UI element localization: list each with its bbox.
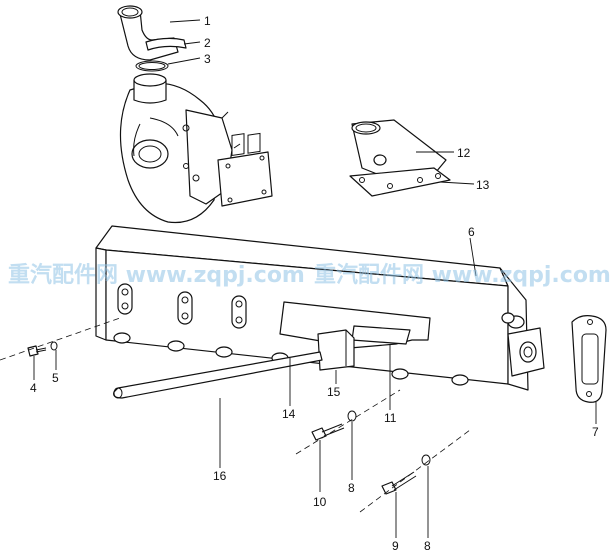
part-16-rod bbox=[113, 351, 323, 399]
part-10-bolt bbox=[311, 423, 345, 441]
callout-15: 15 bbox=[327, 385, 341, 399]
part-9-bolt bbox=[381, 471, 417, 495]
part-1-elbow-pipe bbox=[117, 5, 179, 61]
callout-13: 13 bbox=[476, 178, 490, 192]
callout-5: 5 bbox=[52, 371, 59, 385]
callout-16: 16 bbox=[213, 469, 227, 483]
watermark-left: 重汽配件网 www.zqpj.com bbox=[8, 262, 305, 288]
callout-8-upper: 8 bbox=[348, 481, 355, 495]
part-13-gasket-flange bbox=[349, 167, 451, 197]
callout-1: 1 bbox=[204, 14, 211, 28]
callout-3: 3 bbox=[204, 52, 211, 66]
part-15-clip bbox=[317, 329, 355, 371]
callout-6: 6 bbox=[468, 225, 475, 239]
callout-7: 7 bbox=[592, 425, 599, 439]
leader-lines bbox=[33, 19, 597, 538]
callout-14: 14 bbox=[282, 407, 296, 421]
callout-9: 9 bbox=[392, 539, 399, 553]
part-3-o-ring bbox=[135, 60, 169, 72]
part-5-washer bbox=[50, 341, 58, 351]
part-8-washer-upper bbox=[347, 410, 357, 422]
callout-12: 12 bbox=[457, 146, 471, 160]
watermark-right: 重汽配件网 www.zqpj.com bbox=[314, 262, 610, 288]
callout-labels: 1 2 3 4 5 6 7 8 8 9 10 11 12 13 14 15 16 bbox=[30, 14, 599, 553]
assembly-lines bbox=[0, 317, 471, 513]
part-11-bracket bbox=[279, 301, 431, 349]
part-4-bolt bbox=[27, 345, 47, 357]
callout-11: 11 bbox=[384, 411, 397, 425]
part-7-gasket bbox=[571, 315, 607, 403]
part-2-clamp bbox=[145, 37, 187, 51]
callout-2: 2 bbox=[204, 36, 211, 50]
turbocharger bbox=[119, 73, 273, 224]
part-8-washer-lower bbox=[421, 454, 431, 466]
callout-8-lower: 8 bbox=[424, 539, 431, 553]
callout-10: 10 bbox=[313, 495, 327, 509]
part-12-outlet-elbow bbox=[351, 119, 447, 177]
callout-4: 4 bbox=[30, 381, 37, 395]
